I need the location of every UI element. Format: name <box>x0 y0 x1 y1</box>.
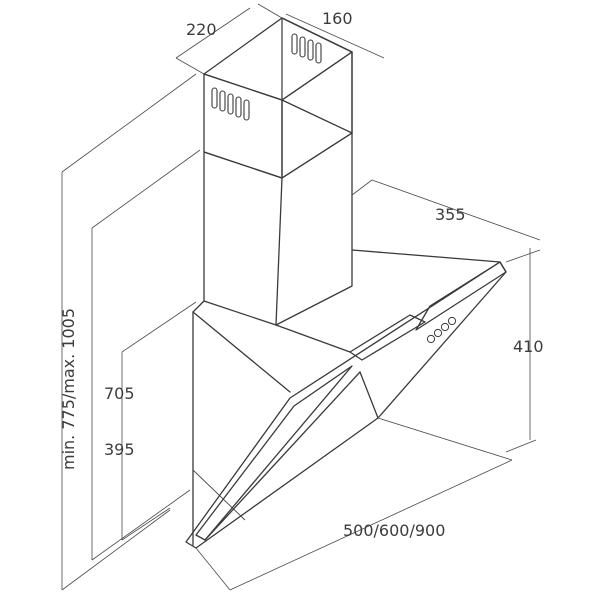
ext-line-410-bottom <box>505 439 537 453</box>
ext-line-total-height-top <box>61 73 197 173</box>
lower-chimney-edge <box>275 177 283 326</box>
upper-chimney <box>203 17 353 179</box>
hood-top-inner-line-2 <box>275 324 351 353</box>
lower-chimney-outline <box>203 132 353 326</box>
glass-panel <box>185 261 507 549</box>
hood-top-inner-line <box>192 311 291 393</box>
dim-line-220 <box>175 7 251 59</box>
lower-chimney <box>203 132 353 326</box>
upper-chimney-top <box>203 17 353 101</box>
control-buttons <box>426 316 457 344</box>
label-glass-height: 410 <box>513 337 544 356</box>
dim-line-355 <box>371 179 541 241</box>
label-hood-width: 500/600/900 <box>343 521 445 540</box>
control-button[interactable] <box>433 328 443 338</box>
ext-line-bottom-1 <box>61 509 171 591</box>
vent-slots-right <box>291 33 322 64</box>
label-total-height: min. 775/max. 1005 <box>59 308 78 470</box>
dim-line-width <box>229 459 513 591</box>
ext-line-220-a <box>175 57 205 75</box>
hood-left-edge <box>192 300 205 546</box>
control-button[interactable] <box>426 334 436 344</box>
ext-line-bottom-3 <box>121 507 171 541</box>
control-button[interactable] <box>447 316 457 326</box>
dimension-labels: 220 160 355 410 500/600/900 705 395 min.… <box>59 9 544 540</box>
ext-line-410-top <box>505 249 541 263</box>
label-height-395: 395 <box>104 440 135 459</box>
ext-line-395-top <box>121 301 197 353</box>
ext-line-705-top <box>91 149 201 229</box>
ext-line-width-right <box>377 417 513 461</box>
ext-line-355-a <box>351 179 373 196</box>
glass-front-strip <box>195 365 353 541</box>
glass-front-line <box>204 371 361 541</box>
dim-line-160 <box>285 13 385 59</box>
ext-line-width-left <box>195 547 231 591</box>
ext-line-220-b <box>257 3 283 19</box>
upper-chimney-front-right <box>281 51 353 179</box>
control-button[interactable] <box>440 322 450 332</box>
vent-slots-left <box>211 87 250 121</box>
dimension-lines <box>61 3 541 591</box>
hood-top-back-edge <box>351 249 501 263</box>
ext-line-bottom-2 <box>91 489 191 561</box>
label-height-705: 705 <box>104 384 135 403</box>
glass-bottom-edge <box>359 371 379 419</box>
label-chimney-depth: 220 <box>186 20 217 39</box>
control-bar <box>349 314 426 361</box>
label-chimney-width: 160 <box>322 9 353 28</box>
upper-chimney-front-left <box>203 73 283 179</box>
hood-body <box>192 249 501 546</box>
hood-side-inner <box>192 469 246 521</box>
glass-top-strip <box>415 261 507 331</box>
label-hood-depth: 355 <box>435 205 466 224</box>
